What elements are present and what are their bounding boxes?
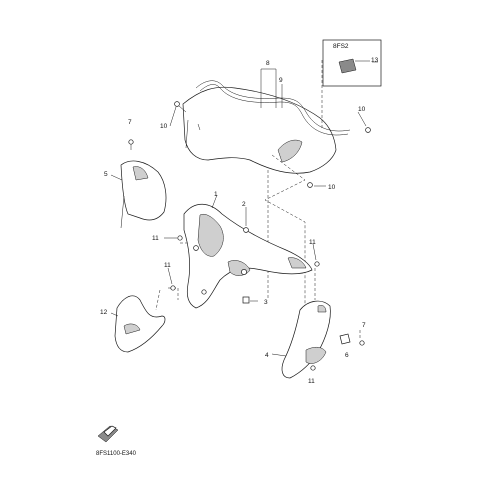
book-icon <box>97 425 119 443</box>
callout-11b: 11 <box>164 262 171 269</box>
windshield <box>182 80 351 174</box>
inner-panel-1 <box>183 203 313 309</box>
callout-12: 12 <box>100 309 108 316</box>
screw-10-left <box>174 101 187 113</box>
clip-6 <box>339 333 351 345</box>
callout-5: 5 <box>104 171 108 178</box>
bolt-11-a <box>177 235 183 241</box>
callout-1: 1 <box>214 191 218 198</box>
nut-3 <box>242 296 250 304</box>
leader-8-9 <box>260 68 283 108</box>
bolt-11-d <box>310 365 316 371</box>
callout-10c: 10 <box>328 184 336 191</box>
callout-leaders <box>110 61 378 357</box>
bolt-2 <box>243 207 249 233</box>
callout-11d: 11 <box>308 378 315 385</box>
screw-10-lower <box>307 182 313 188</box>
screw-10-right <box>365 127 371 133</box>
callout-11a: 11 <box>152 235 159 242</box>
callout-9: 9 <box>279 77 283 84</box>
callout-7b: 7 <box>362 322 366 329</box>
callout-10a: 10 <box>160 123 168 130</box>
callout-8: 8 <box>266 60 270 67</box>
panel-12 <box>114 295 166 353</box>
inset-label: 8FS2 <box>333 43 349 50</box>
bolt-11-c <box>314 261 320 267</box>
panel-4 <box>281 300 331 379</box>
inset-8fs2: 8FS2 <box>322 39 382 87</box>
side-cover-5 <box>120 160 167 229</box>
callout-3: 3 <box>264 299 268 306</box>
bolt-7-upper <box>128 139 134 150</box>
callout-7a: 7 <box>128 119 132 126</box>
callout-6: 6 <box>345 352 349 359</box>
callout-4: 4 <box>265 352 269 359</box>
part-13-emblem <box>338 58 357 74</box>
diagram-code: 8FS1100-E340 <box>96 451 137 457</box>
callout-10b: 10 <box>358 106 366 113</box>
callout-11c: 11 <box>309 239 316 246</box>
bolt-7-lower <box>359 340 365 346</box>
guide-lines <box>155 60 361 365</box>
bolt-11-b <box>170 285 176 291</box>
callout-13: 13 <box>371 57 379 64</box>
callout-2: 2 <box>242 201 246 208</box>
